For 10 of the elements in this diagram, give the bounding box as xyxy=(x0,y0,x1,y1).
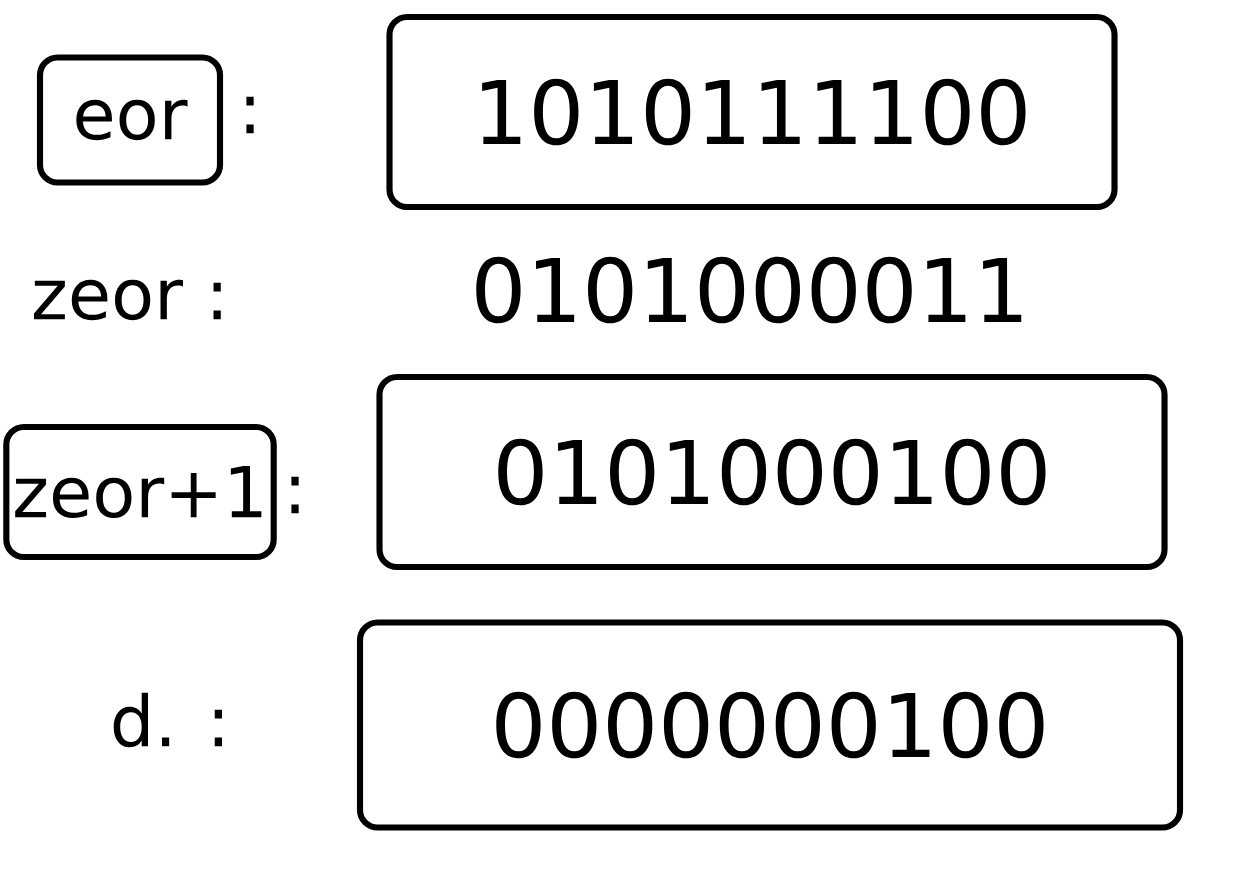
row-label: zeor : xyxy=(34,279,221,321)
label-box: eor xyxy=(36,54,224,186)
bit-string-box: 0000000100 xyxy=(356,619,1184,831)
colon: : xyxy=(291,476,299,514)
bit-string-box: 0101000100 xyxy=(376,373,1168,571)
colon: : xyxy=(246,96,254,134)
row-label: d. : xyxy=(113,692,222,748)
bit-string: 0101000011 xyxy=(476,256,1022,324)
bit-string-box: 1010111100 xyxy=(386,13,1118,211)
label-box: zeor+1 xyxy=(3,423,277,561)
